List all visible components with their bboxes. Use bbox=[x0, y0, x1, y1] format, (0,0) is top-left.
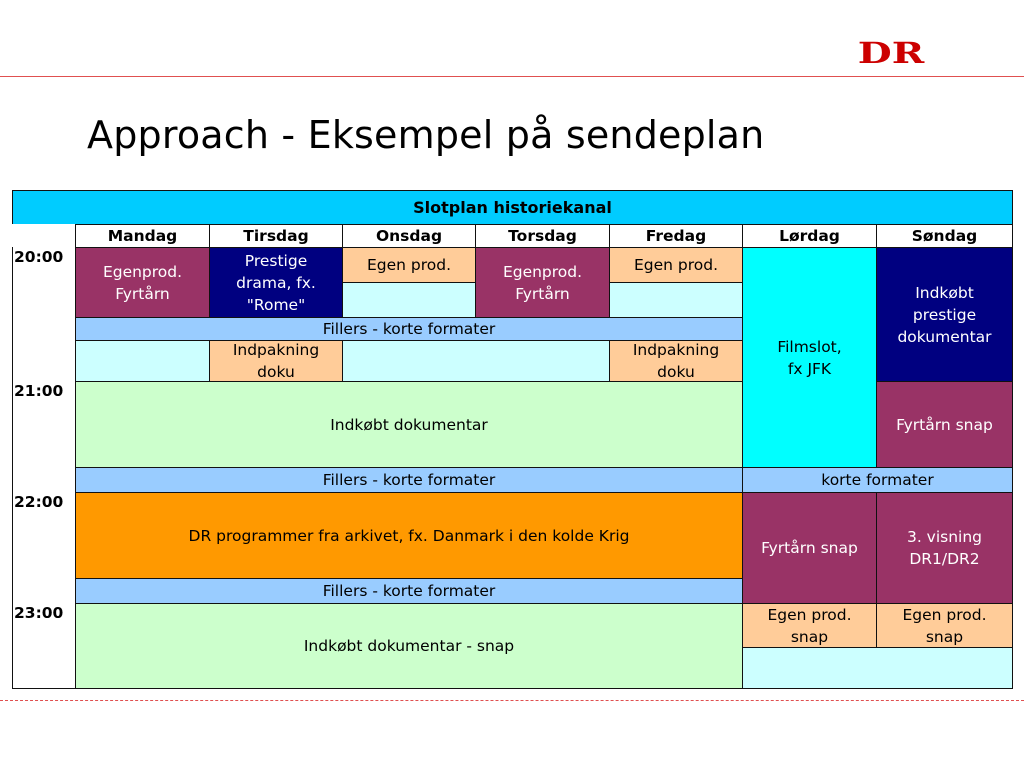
day-header-tirsdag: Tirsdag bbox=[209, 224, 343, 248]
table-heading-text: Slotplan historiekanal bbox=[413, 197, 612, 217]
time-label-2100: 21:00 bbox=[12, 381, 76, 493]
slot-fredag-egen-prod: Egen prod. bbox=[609, 247, 743, 283]
slot-indkobt-dokumentar-snap: Indkøbt dokumentar - snap bbox=[75, 603, 743, 689]
footer-divider bbox=[0, 700, 1024, 701]
slot-sondag-egen-prod-snap: Egen prod. snap bbox=[876, 603, 1013, 648]
table-heading: Slotplan historiekanal bbox=[12, 190, 1013, 225]
slot-sondag-fyrtarn-snap: Fyrtårn snap bbox=[876, 381, 1013, 468]
slot-mandag-empty bbox=[75, 340, 210, 382]
day-header-sondag: Søndag bbox=[876, 224, 1013, 248]
header-corner bbox=[12, 224, 76, 248]
slot-onsdag-egen-prod: Egen prod. bbox=[342, 247, 476, 283]
fillers-row-2: Fillers - korte formater bbox=[75, 467, 743, 493]
time-label-2000: 20:00 bbox=[12, 247, 76, 382]
slot-weekend-empty bbox=[742, 647, 1013, 689]
slot-fredag-indpakning: Indpakning doku bbox=[609, 340, 743, 382]
time-label-2200: 22:00 bbox=[12, 492, 76, 604]
slide-title: Approach - Eksempel på sendeplan bbox=[87, 113, 765, 157]
day-header-lordag: Lørdag bbox=[742, 224, 877, 248]
slot-sondag-3-visning: 3. visning DR1/DR2 bbox=[876, 492, 1013, 604]
slot-indkobt-dokumentar: Indkøbt dokumentar bbox=[75, 381, 743, 468]
slot-tirsdag-indpakning: Indpakning doku bbox=[209, 340, 343, 382]
time-label-2300: 23:00 bbox=[12, 603, 76, 689]
fillers-row-3: Fillers - korte formater bbox=[75, 578, 743, 604]
day-header-fredag: Fredag bbox=[609, 224, 743, 248]
dr-logo-text: DR bbox=[858, 40, 925, 66]
slot-onsdag-empty bbox=[342, 282, 476, 318]
slot-ons-tors-empty bbox=[342, 340, 610, 382]
slot-mandag-egenprod: Egenprod. Fyrtårn bbox=[75, 247, 210, 318]
slot-sondag-indkobt-prestige: Indkøbt prestige dokumentar bbox=[876, 247, 1013, 382]
slot-fredag-empty bbox=[609, 282, 743, 318]
fillers-row-1: Fillers - korte formater bbox=[75, 317, 743, 341]
slot-lordag-fyrtarn-snap: Fyrtårn snap bbox=[742, 492, 877, 604]
slot-torsdag-egenprod: Egenprod. Fyrtårn bbox=[475, 247, 610, 318]
day-header-mandag: Mandag bbox=[75, 224, 210, 248]
header-divider bbox=[0, 76, 1024, 77]
dr-logo: DR bbox=[858, 40, 925, 66]
slot-dr-programmer-arkiv: DR programmer fra arkivet, fx. Danmark i… bbox=[75, 492, 743, 579]
slot-lordag-filmslot: Filmslot, fx JFK bbox=[742, 247, 877, 468]
day-header-torsdag: Torsdag bbox=[475, 224, 610, 248]
slot-tirsdag-prestige: Prestige drama, fx. "Rome" bbox=[209, 247, 343, 318]
slot-lordag-egen-prod-snap: Egen prod. snap bbox=[742, 603, 877, 648]
day-header-onsdag: Onsdag bbox=[342, 224, 476, 248]
korte-formater-weekend: korte formater bbox=[742, 467, 1013, 493]
